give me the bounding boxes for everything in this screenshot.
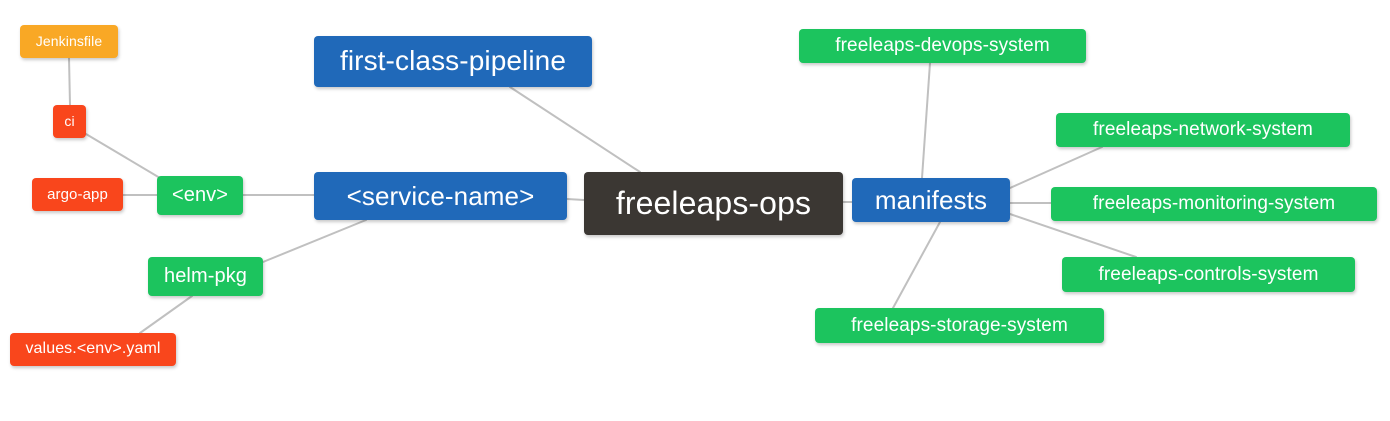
- node-label-freeleaps-network-system: freeleaps-network-system: [1093, 119, 1313, 140]
- edge-servicename-ops: [566, 198, 585, 201]
- edge-helmpkg-servicename: [262, 219, 367, 263]
- node-first-class-pipeline[interactable]: first-class-pipeline: [314, 36, 592, 87]
- node-freeleaps-storage-system[interactable]: freeleaps-storage-system: [815, 308, 1104, 343]
- node-label-env: <env>: [171, 184, 229, 206]
- node-label-helm-pkg: helm-pkg: [163, 265, 248, 287]
- node-label-jenkinsfile: Jenkinsfile: [35, 33, 103, 49]
- node-label-ci: ci: [64, 113, 75, 129]
- node-freeleaps-monitoring-system[interactable]: freeleaps-monitoring-system: [1051, 187, 1377, 221]
- node-label-values-env-yaml: values.<env>.yaml: [25, 340, 161, 357]
- node-freeleaps-devops-system[interactable]: freeleaps-devops-system: [799, 29, 1086, 63]
- node-env[interactable]: <env>: [157, 176, 243, 215]
- edge-manifests-network: [1009, 146, 1103, 189]
- node-label-freeleaps-controls-system: freeleaps-controls-system: [1098, 263, 1319, 285]
- edge-manifests-storage: [892, 221, 941, 309]
- node-label-freeleaps-storage-system: freeleaps-storage-system: [851, 314, 1068, 336]
- node-service-name[interactable]: <service-name>: [314, 172, 567, 220]
- edge-jenkinsfile-ci: [68, 57, 71, 106]
- node-jenkinsfile[interactable]: Jenkinsfile: [20, 25, 118, 58]
- node-freeleaps-network-system[interactable]: freeleaps-network-system: [1056, 113, 1350, 147]
- node-label-freeleaps-monitoring-system: freeleaps-monitoring-system: [1092, 193, 1336, 214]
- node-label-manifests: manifests: [874, 184, 988, 215]
- node-label-freeleaps-ops: freeleaps-ops: [615, 185, 812, 221]
- node-freeleaps-controls-system[interactable]: freeleaps-controls-system: [1062, 257, 1355, 292]
- node-label-freeleaps-devops-system: freeleaps-devops-system: [835, 35, 1050, 56]
- edge-manifests-devops: [921, 62, 931, 179]
- node-helm-pkg[interactable]: helm-pkg: [148, 257, 263, 296]
- node-argo-app[interactable]: argo-app: [32, 178, 123, 211]
- edge-pipeline-ops: [509, 86, 641, 173]
- node-manifests[interactable]: manifests: [852, 178, 1010, 222]
- node-label-argo-app: argo-app: [47, 185, 108, 203]
- node-label-service-name: <service-name>: [346, 180, 535, 211]
- node-freeleaps-ops[interactable]: freeleaps-ops: [584, 172, 843, 235]
- edge-ci-env: [85, 133, 161, 179]
- edge-values-helmpkg: [139, 295, 193, 334]
- node-ci[interactable]: ci: [53, 105, 86, 138]
- node-label-first-class-pipeline: first-class-pipeline: [339, 45, 567, 76]
- node-values-env-yaml[interactable]: values.<env>.yaml: [10, 333, 176, 366]
